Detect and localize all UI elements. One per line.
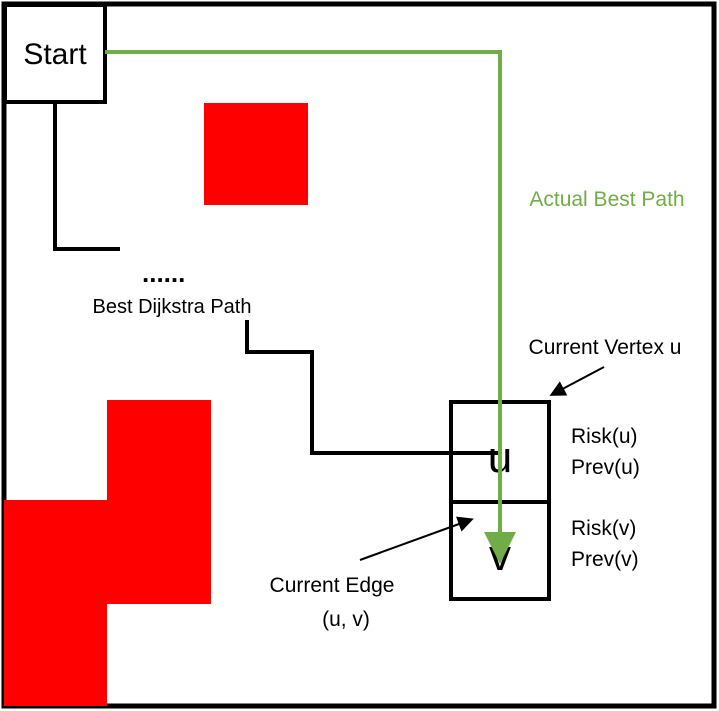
risk-u-label: Risk(u)	[571, 425, 638, 448]
current-edge-label-line1: Current Edge	[270, 574, 395, 597]
prev-v-label: Prev(v)	[571, 548, 639, 571]
actual-best-path-label: Actual Best Path	[529, 188, 684, 211]
dijkstra-ellipsis: ......	[142, 258, 185, 288]
prev-u-label: Prev(u)	[571, 456, 640, 479]
current-edge-label-line2: (u, v)	[322, 608, 370, 631]
actual-best-path	[105, 50, 516, 564]
dijkstra-path-upper	[53, 102, 120, 251]
current-vertex-arrow	[549, 366, 605, 396]
risk-v-label: Risk(v)	[571, 517, 636, 540]
current-edge-arrow	[359, 516, 474, 561]
obstacle-top	[204, 103, 308, 205]
obstacle-bottom-left	[4, 400, 211, 706]
dijkstra-path-label: Best Dijkstra Path	[93, 296, 252, 318]
dijkstra-path-lower	[245, 320, 500, 455]
current-vertex-label: Current Vertex u	[529, 336, 682, 359]
start-label: Start	[23, 38, 87, 71]
